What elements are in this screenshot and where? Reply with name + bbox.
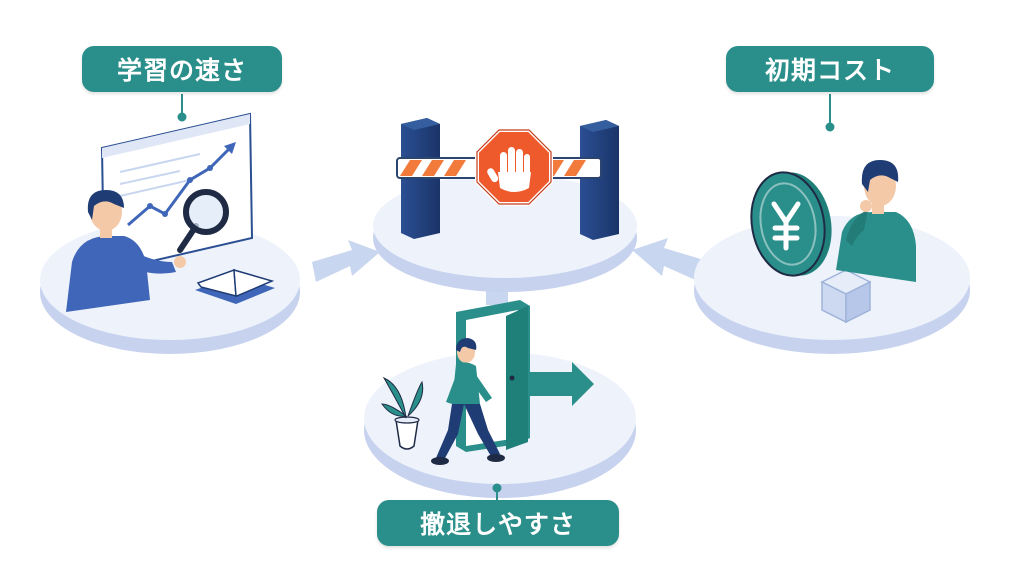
person-thinking-yen-coin-cube-icon bbox=[750, 160, 916, 324]
label-ease-of-exit: 撤退しやすさ bbox=[377, 500, 619, 546]
arrow-right-to-center bbox=[632, 238, 704, 282]
person-walking-out-door-icon bbox=[381, 300, 594, 465]
label-learning-speed: 学習の速さ bbox=[82, 46, 282, 92]
person-with-magnifier-chart-book-icon bbox=[66, 112, 275, 312]
barrier-gate-with-stop-hand-icon bbox=[396, 118, 619, 240]
label-connectors bbox=[177, 94, 835, 500]
label-initial-cost: 初期コスト bbox=[726, 46, 934, 92]
arrow-left-to-center bbox=[312, 240, 380, 282]
